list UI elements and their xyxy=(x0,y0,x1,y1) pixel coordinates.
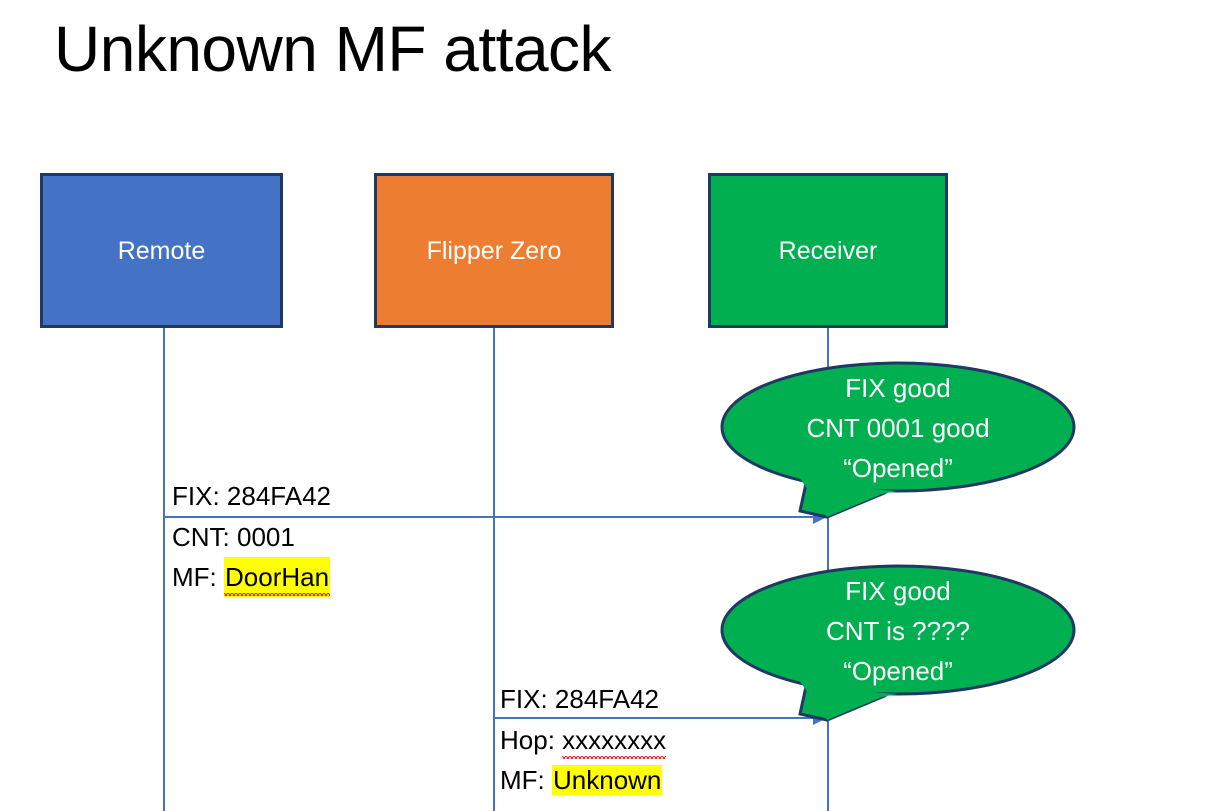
speech-bubble-receiver-response-1[interactable]: FIX good CNT 0001 good “Opened” xyxy=(720,360,1076,522)
message-line-label: Hop: xyxy=(500,725,563,755)
actor-box-remote[interactable]: Remote xyxy=(40,173,283,328)
message-line-value-misspelled: xxxxxxxx xyxy=(562,720,667,760)
message-line-value-highlighted: Unknown xyxy=(552,765,663,795)
lifeline-remote xyxy=(163,328,165,811)
message-line: MF: DoorHan xyxy=(172,557,331,597)
message-text-flipper-to-receiver: FIX: 284FA42 Hop: xxxxxxxx MF: Unknown xyxy=(500,679,667,800)
actor-label-receiver: Receiver xyxy=(778,236,878,265)
speech-bubble-receiver-response-2[interactable]: FIX good CNT is ???? “Opened” xyxy=(720,563,1076,725)
message-line-label: MF: xyxy=(500,765,552,795)
speech-bubble-shape xyxy=(720,564,1076,722)
message-line: MF: Unknown xyxy=(500,760,666,800)
message-line-value: 0001 xyxy=(237,522,295,552)
actor-label-flipper-zero: Flipper Zero xyxy=(426,236,562,265)
message-line-value-highlighted: DoorHan xyxy=(224,557,331,597)
message-line-label: CNT: xyxy=(172,522,237,552)
message-line: FIX: 284FA42 xyxy=(500,679,666,719)
message-line: CNT: 0001 xyxy=(172,517,331,557)
lifeline-flipper xyxy=(493,328,495,811)
message-line-label: FIX: xyxy=(500,684,555,714)
actor-box-receiver[interactable]: Receiver xyxy=(708,173,948,328)
message-line-label: FIX: xyxy=(172,481,227,511)
message-line-value: 284FA42 xyxy=(226,481,331,511)
message-line-value: 284FA42 xyxy=(554,684,659,714)
actor-box-flipper-zero[interactable]: Flipper Zero xyxy=(374,173,614,328)
actor-label-remote: Remote xyxy=(117,236,206,265)
message-line-label: MF: xyxy=(172,562,224,592)
message-line: FIX: 284FA42 xyxy=(172,476,331,516)
arrow-shaft xyxy=(163,516,815,518)
arrow-shaft xyxy=(493,717,815,719)
lifeline-receiver xyxy=(827,328,829,811)
speech-bubble-shape xyxy=(720,361,1076,519)
message-text-remote-to-receiver: FIX: 284FA42 CNT: 0001 MF: DoorHan xyxy=(172,476,331,597)
message-line: Hop: xxxxxxxx xyxy=(500,720,667,760)
page-title: Unknown MF attack xyxy=(54,13,612,85)
